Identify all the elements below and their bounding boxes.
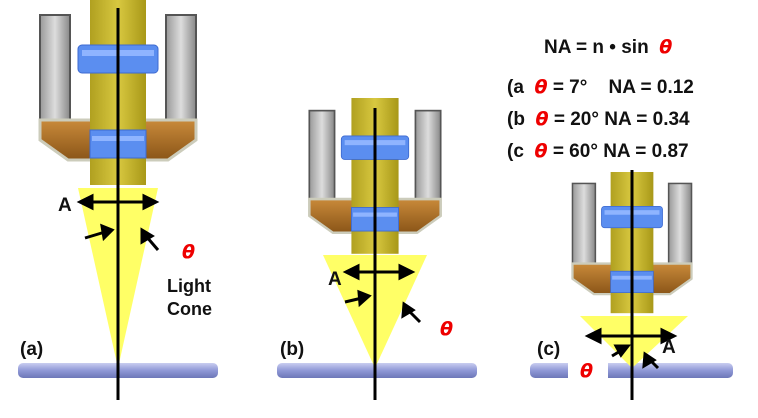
row-na: NA = 0.12	[608, 77, 694, 98]
row-prefix: (a	[507, 77, 524, 98]
row-na: NA = 0.87	[603, 141, 689, 162]
formula-dot: •	[609, 37, 616, 58]
light-cone-label-2: Cone	[167, 299, 212, 319]
row-angle: = 20°	[553, 109, 599, 130]
light-cone-label-1: Light	[167, 276, 211, 296]
theta-label-a: θ	[182, 241, 195, 263]
aperture-arrow-c	[584, 327, 678, 370]
na-formula: NA = n • sin θ	[544, 36, 672, 59]
row-theta: θ	[535, 108, 549, 130]
row-a: (a θ = 7° NA = 0.12	[507, 76, 694, 99]
row-angle: = 60°	[552, 141, 598, 162]
slide-b	[277, 363, 477, 378]
row-prefix: (c	[507, 141, 524, 162]
aperture-arrow-a	[76, 193, 160, 251]
row-theta: θ	[534, 140, 548, 162]
aperture-label-b: A	[328, 269, 342, 290]
theta-label-b: θ	[440, 318, 453, 340]
panel-label-b: (b)	[280, 339, 304, 360]
theta-box-c	[568, 354, 608, 384]
row-angle: = 7°	[552, 77, 588, 98]
aperture-label-c: A	[662, 337, 676, 358]
formula-left: NA = n	[544, 37, 604, 58]
aperture-arrow-b	[342, 263, 422, 324]
row-na: NA = 0.34	[604, 109, 690, 130]
theta-label-c: θ	[580, 360, 593, 382]
row-c: (c θ = 60° NA = 0.87	[507, 140, 689, 163]
row-b: (b θ = 20° NA = 0.34	[507, 108, 690, 131]
formula-theta: θ	[659, 36, 673, 58]
panel-label-c: (c)	[537, 339, 560, 360]
formula-sin: sin	[621, 37, 649, 58]
aperture-label-a: A	[58, 195, 72, 216]
panel-label-a: (a)	[20, 339, 43, 360]
row-theta: θ	[534, 76, 548, 98]
row-prefix: (b	[507, 109, 525, 130]
